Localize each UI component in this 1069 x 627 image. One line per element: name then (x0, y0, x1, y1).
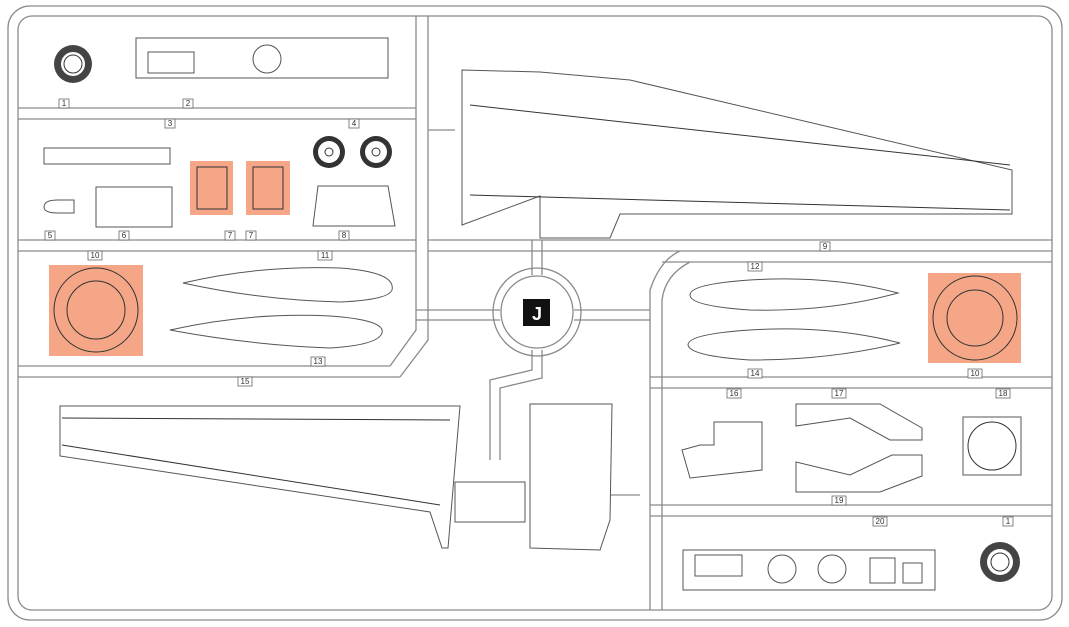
part-10-right[interactable] (928, 273, 1021, 363)
part-label-20: 20 (872, 516, 888, 527)
svg-text:14: 14 (751, 369, 760, 378)
part-11-drop-tank (182, 267, 393, 303)
svg-text:9: 9 (823, 242, 828, 251)
part-1-engine-ring (54, 45, 92, 83)
svg-text:5: 5 (48, 231, 53, 240)
svg-text:10: 10 (91, 251, 100, 260)
svg-text:8: 8 (342, 231, 347, 240)
part-1-engine-ring-right (980, 542, 1020, 582)
part-label-7a: 7 (224, 230, 236, 241)
part-label-11: 11 (317, 250, 333, 261)
svg-text:11: 11 (321, 251, 330, 260)
part-10-left[interactable] (49, 265, 143, 356)
part-label-17: 17 (831, 388, 847, 399)
part-label-5: 5 (44, 230, 56, 241)
part-4-wheels (313, 136, 392, 168)
svg-text:19: 19 (835, 496, 844, 505)
svg-text:17: 17 (835, 389, 844, 398)
part-label-6: 6 (118, 230, 130, 241)
part-label-8: 8 (338, 230, 350, 241)
part-label-1-right: 1 (1002, 516, 1014, 527)
svg-text:2: 2 (186, 99, 191, 108)
part-8-canopy (312, 185, 396, 227)
svg-text:18: 18 (999, 389, 1008, 398)
part-16-cockpit-floor (681, 421, 763, 479)
part-label-10-right: 10 (967, 368, 983, 379)
part-label-7b: 7 (245, 230, 257, 241)
part-wing-root (454, 481, 526, 523)
sprue-frame (7, 5, 1063, 621)
svg-text:10: 10 (971, 369, 980, 378)
part-12-drop-tank (689, 278, 900, 311)
sprue-hub: J (492, 267, 582, 357)
part-labels: 1 2 3 4 5 6 7 7 8 10 11 13 15 9 12 14 10… (44, 98, 1014, 527)
part-6-instrument-panel (95, 186, 173, 228)
part-label-19: 19 (831, 495, 847, 506)
svg-text:4: 4 (352, 119, 357, 128)
part-label-1: 1 (58, 98, 70, 109)
part-label-18: 18 (995, 388, 1011, 399)
svg-text:12: 12 (751, 262, 760, 271)
part-15-wing-lower (59, 405, 461, 549)
svg-text:13: 13 (314, 357, 323, 366)
svg-text:16: 16 (730, 389, 739, 398)
part-label-14: 14 (747, 368, 763, 379)
part-label-4: 4 (348, 118, 360, 129)
svg-text:1: 1 (62, 99, 67, 108)
part-5 (43, 199, 75, 214)
part-label-3: 3 (164, 118, 176, 129)
part-14-drop-tank (687, 328, 901, 361)
part-label-15: 15 (237, 376, 253, 387)
part-13-drop-tank (169, 314, 383, 349)
part-17-side-frame (795, 403, 923, 441)
svg-text:7: 7 (228, 231, 233, 240)
sprue-letter: J (532, 304, 542, 324)
svg-text:1: 1 (1006, 517, 1011, 526)
part-label-12: 12 (747, 261, 763, 272)
part-label-16: 16 (726, 388, 742, 399)
part-label-9: 9 (819, 241, 831, 252)
part-3-console (43, 147, 171, 165)
svg-text:7: 7 (249, 231, 254, 240)
svg-text:15: 15 (241, 377, 250, 386)
part-label-10: 10 (87, 250, 103, 261)
svg-text:20: 20 (876, 517, 885, 526)
part-19-side-frame (795, 454, 923, 493)
part-label-13: 13 (310, 356, 326, 367)
part-18-bulkhead (962, 416, 1022, 476)
svg-text:6: 6 (122, 231, 127, 240)
svg-text:3: 3 (168, 119, 173, 128)
part-label-2: 2 (182, 98, 194, 109)
part-wing-flap (529, 403, 613, 551)
part-9-wing-upper (461, 69, 1013, 239)
